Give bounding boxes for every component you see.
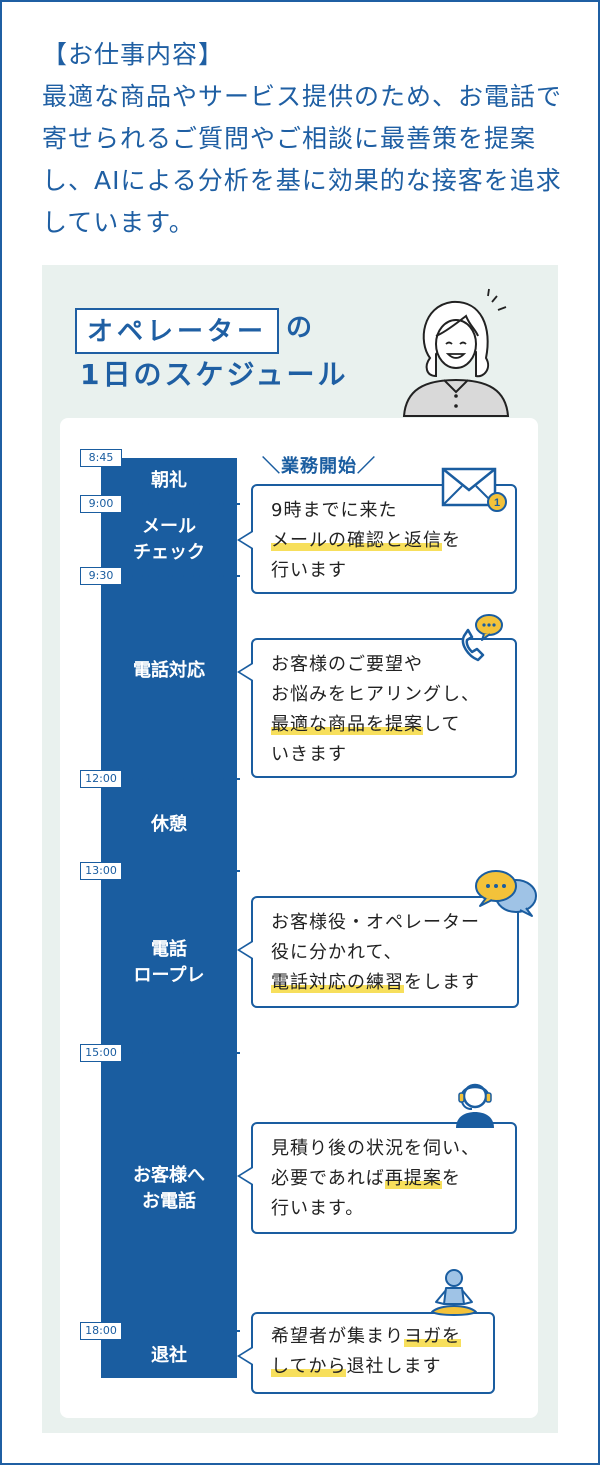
time-tag: 18:00 xyxy=(80,1322,122,1340)
block-label-line2: ロープレ xyxy=(133,965,205,986)
bubble-pointer xyxy=(237,1346,253,1366)
work-start-text: 業務開始 xyxy=(281,456,357,477)
time-divider xyxy=(122,870,240,872)
bubble-line: いきます xyxy=(271,744,347,765)
time-divider xyxy=(122,503,240,505)
block-label-line1: 電話 xyxy=(151,939,187,960)
bubble-pointer xyxy=(237,1166,253,1186)
block-label-line1: お客様へ xyxy=(133,1165,205,1186)
headset-person-icon xyxy=(456,1083,494,1128)
time-tag: 15:00 xyxy=(80,1044,122,1062)
mail-icon: 1 xyxy=(441,467,507,512)
bubble-highlight: してから xyxy=(271,1356,347,1377)
chat-bubbles-icon xyxy=(475,870,537,917)
time-tag: 12:00 xyxy=(80,770,122,788)
bubble-text: 希望者が集まり xyxy=(271,1326,404,1347)
bubble-line: 必要であれば再提案を xyxy=(271,1164,503,1194)
block-label: 休憩 xyxy=(151,814,187,835)
bubble-highlight: 最適な商品を提案 xyxy=(271,714,423,735)
block-label-line2: チェック xyxy=(133,542,205,563)
bubble-text: を xyxy=(442,530,461,551)
bubble-line: 行います xyxy=(271,560,347,581)
phone-icon xyxy=(461,614,503,662)
schedule-title-line2: 1日のスケジュール xyxy=(80,358,349,391)
schedule-title-boxed: オペレーター xyxy=(75,308,280,354)
block-label: 退社 xyxy=(151,1345,187,1366)
schedule-bubble-leave: 希望者が集まりヨガを してから退社します xyxy=(251,1312,495,1394)
work-start-mark-left: ＼ xyxy=(262,456,281,477)
work-start-label: ＼業務開始／ xyxy=(262,452,376,478)
svg-text:1: 1 xyxy=(494,497,500,509)
block-label: 朝礼 xyxy=(151,470,187,491)
bubble-line: 行います。 xyxy=(271,1198,365,1219)
schedule-bubble-phone: お客様のご要望や お悩みをヒアリングし、 最適な商品を提案して いきます xyxy=(251,638,517,778)
bubble-line: 希望者が集まりヨガを xyxy=(271,1322,481,1352)
bubble-line: 電話対応の練習をします xyxy=(271,968,505,998)
bubble-text: 必要であれば xyxy=(271,1168,385,1189)
bubble-pointer xyxy=(237,530,253,550)
bubble-highlight: ヨガを xyxy=(404,1326,461,1347)
block-label-line2: お電話 xyxy=(142,1191,196,1212)
time-divider xyxy=(122,575,240,577)
bubble-pointer xyxy=(237,940,253,960)
bubble-line: お悩みをヒアリングし、 xyxy=(271,684,480,705)
time-divider xyxy=(122,1052,240,1054)
intro-text: 【お仕事内容】 最適な商品やサービス提供のため、お電話で寄せられるご質問やご相談… xyxy=(42,34,572,244)
time-divider xyxy=(122,778,240,780)
intro-body: 最適な商品やサービス提供のため、お電話で寄せられるご質問やご相談に最善策を提案し… xyxy=(42,82,563,237)
time-tag: 8:45 xyxy=(80,449,122,467)
time-divider xyxy=(122,1330,240,1332)
schedule-bubble-followup: 見積り後の状況を伺い、 必要であれば再提案を 行います。 xyxy=(251,1122,517,1234)
bubble-text: して xyxy=(423,714,461,735)
work-start-mark-right: ／ xyxy=(357,456,376,477)
bubble-line: 9時までに来た xyxy=(271,500,398,521)
schedule-bubble-roleplay: お客様役・オペレーター 役に分かれて、 電話対応の練習をします xyxy=(251,896,519,1008)
time-tag: 9:30 xyxy=(80,567,122,585)
intro-heading: 【お仕事内容】 xyxy=(42,40,225,69)
bubble-line: 見積り後の状況を伺い、 xyxy=(271,1138,480,1159)
block-label: 電話対応 xyxy=(133,660,205,681)
time-tag: 13:00 xyxy=(80,862,122,880)
bubble-highlight: メールの確認と返信 xyxy=(271,530,442,551)
bubble-highlight: 電話対応の練習 xyxy=(271,972,404,993)
yoga-person-icon xyxy=(431,1269,477,1316)
bubble-line: してから退社します xyxy=(271,1352,481,1382)
timeline-bar xyxy=(101,458,237,1378)
bubble-pointer xyxy=(237,662,253,682)
bubble-line: お客様役・オペレーター xyxy=(271,912,480,933)
bubble-line: メールの確認と返信を xyxy=(271,526,503,556)
time-tag: 9:00 xyxy=(80,495,122,513)
bubble-line: お客様のご要望や xyxy=(271,654,423,675)
block-label-line1: メール xyxy=(142,516,196,537)
bubble-line: 役に分かれて、 xyxy=(271,942,403,963)
bubble-text: をします xyxy=(404,972,480,993)
operator-person-icon xyxy=(402,288,510,417)
bubble-highlight: 再提案 xyxy=(384,1168,442,1189)
bubble-text: 退社します xyxy=(346,1356,442,1377)
schedule-bubble-mail: 9時までに来た メールの確認と返信を 行います xyxy=(251,484,517,594)
schedule-title-particle: の xyxy=(286,313,313,343)
bubble-text: を xyxy=(441,1168,461,1189)
bubble-line: 最適な商品を提案して xyxy=(271,710,503,740)
